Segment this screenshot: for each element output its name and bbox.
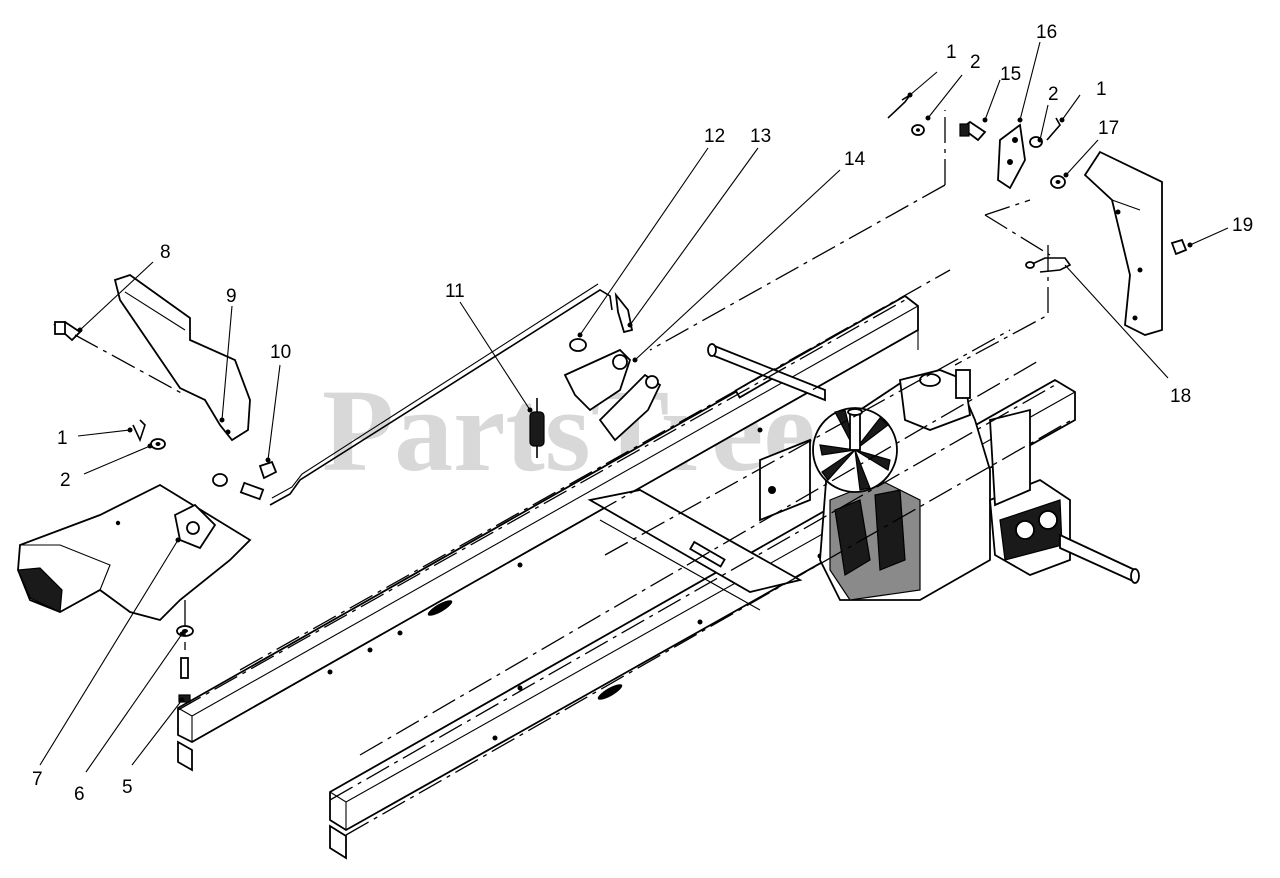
hairpin-clip-top [887,94,911,119]
pedal-screw [178,657,191,703]
link-pin [614,291,634,334]
callout-8: 8 [160,242,171,263]
callout-10: 10 [270,342,291,363]
assembly-lines [74,110,1076,836]
frame-cross-member [587,489,803,611]
callout-11: 11 [445,281,465,302]
callout-2-top: 2 [970,52,981,73]
pedal-nut [258,460,278,480]
callout-1-top: 1 [946,42,957,63]
callouts: 1 2 15 16 2 1 17 19 18 12 13 14 11 8 9 1… [32,22,1253,805]
extension-spring [529,398,545,458]
cooling-fan [812,407,898,493]
u-bolt [1025,257,1072,273]
callout-2-right: 2 [1048,84,1059,105]
callout-2-left: 2 [60,470,71,491]
leader-lines [39,41,1229,773]
link-plate [997,123,1026,190]
callout-6: 6 [74,784,85,805]
control-bracket [1083,150,1163,336]
e-clip [569,338,587,352]
callout-14: 14 [844,149,866,170]
pedal-arm [113,274,265,501]
callout-13: 13 [750,126,771,147]
callout-17: 17 [1098,118,1119,139]
shoulder-bolt [959,120,987,142]
callout-7: 7 [32,769,43,790]
callout-15: 15 [1000,64,1021,85]
callout-16: 16 [1036,22,1057,43]
callout-1-right: 1 [1096,79,1107,100]
callout-18: 18 [1170,386,1191,407]
foot-pedal [17,483,252,622]
control-rod [269,283,613,506]
callout-1-left: 1 [57,428,68,449]
callout-9: 9 [226,286,237,307]
washer-left [150,438,166,450]
callout-19: 19 [1232,215,1253,236]
callout-5: 5 [122,777,133,798]
hairpin-clip-right [1046,117,1061,141]
callout-12: 12 [704,126,725,147]
pivot-bracket [563,348,662,442]
bracket-nut [1170,238,1188,256]
frame-rail-front [177,294,919,772]
leader-dots [77,92,1193,703]
washer-lower [1050,175,1066,189]
washer-top [911,124,925,136]
hairpin-clip-left [132,419,146,443]
pedal-bolt [53,321,82,342]
